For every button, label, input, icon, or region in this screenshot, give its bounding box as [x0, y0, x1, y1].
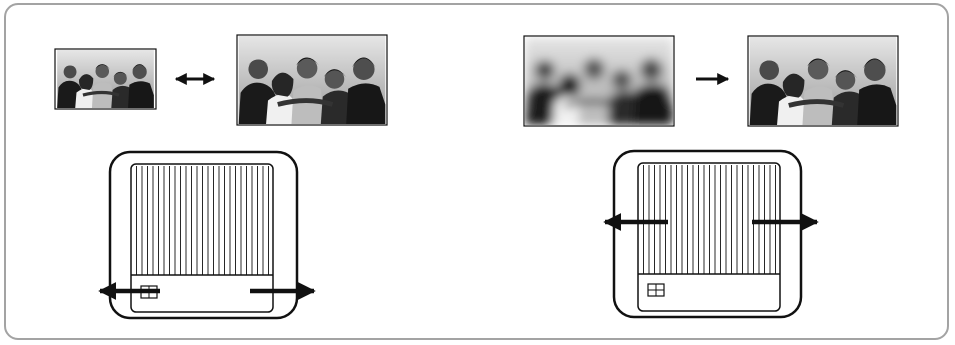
zoom-ring-drawing — [108, 150, 299, 320]
focus-panel — [523, 35, 899, 319]
photo-blurred — [523, 35, 675, 127]
photo-small — [54, 48, 157, 110]
focus-ring-drawing — [612, 149, 803, 319]
photo-sharp — [747, 35, 899, 127]
zoom-panel — [54, 34, 388, 320]
photo-large — [236, 34, 388, 126]
